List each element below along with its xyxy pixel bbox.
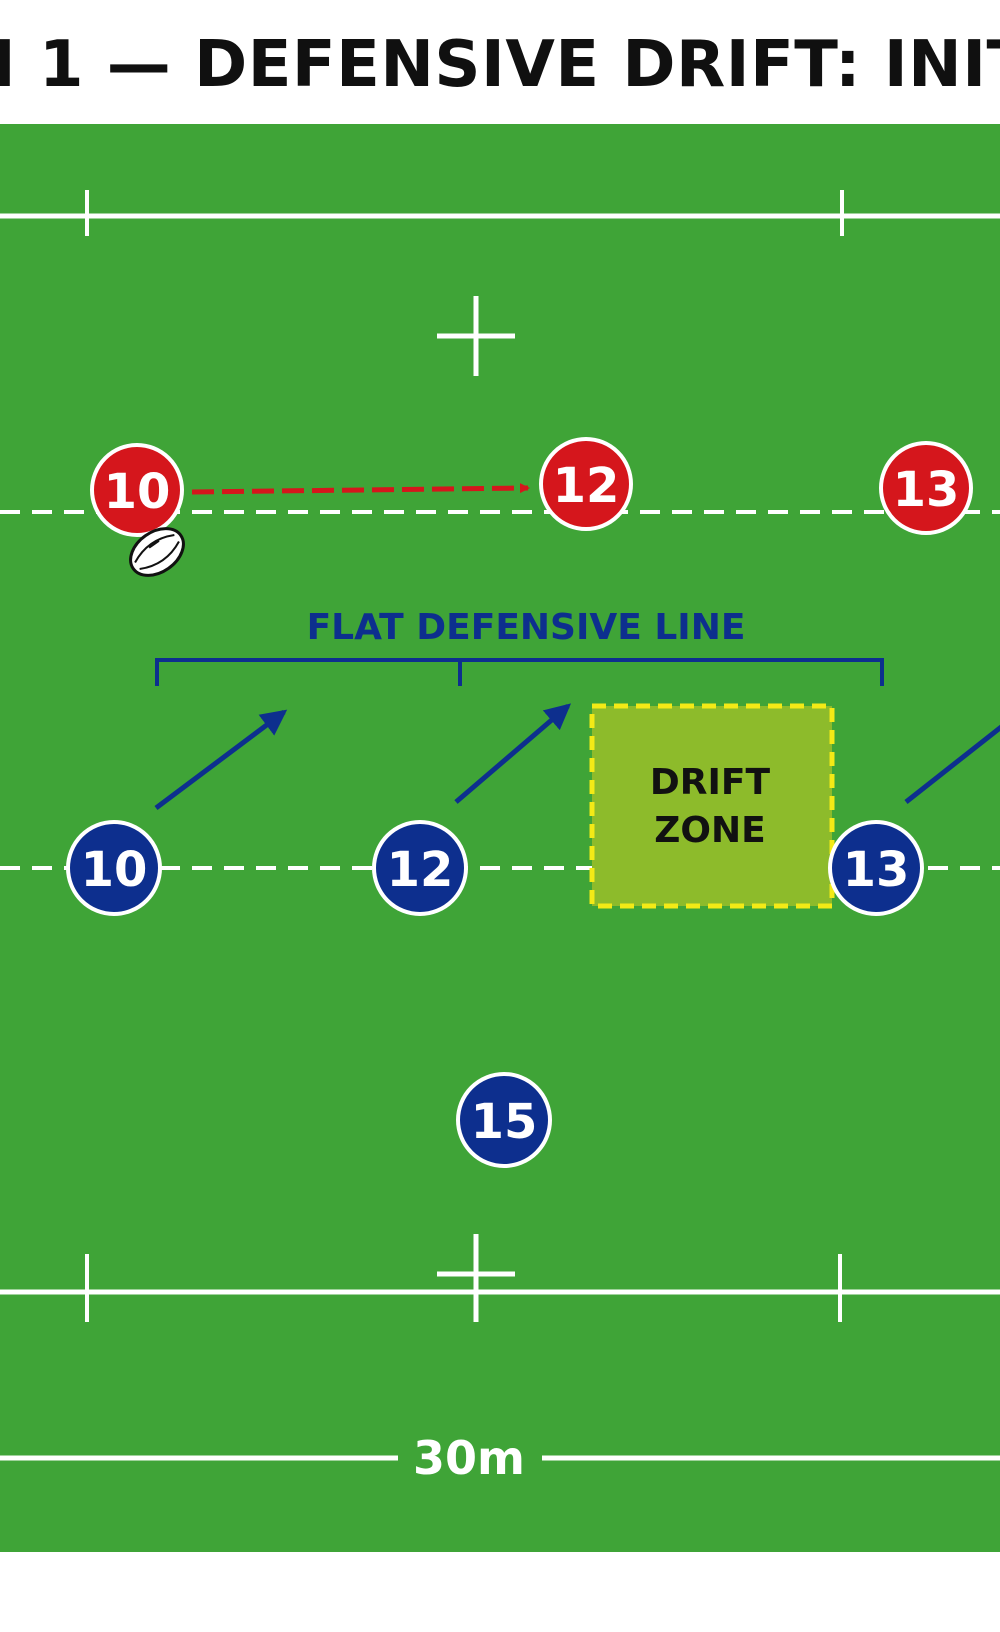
defence-player-12-number: 12 bbox=[387, 842, 454, 898]
cross-mark-top bbox=[437, 296, 515, 376]
defensive-line-bracket bbox=[155, 658, 884, 686]
defence-player-13[interactable]: 13 bbox=[828, 820, 924, 916]
attack-player-10[interactable]: 10 bbox=[90, 443, 184, 537]
defence-player-13-number: 13 bbox=[843, 842, 910, 898]
diagram-title: M 1 — DEFENSIVE DRIFT: INITIAL bbox=[0, 20, 1000, 110]
rugby-pitch: 30m DRIFT ZONE FLAT DEFENSIVE LINE 10 12 bbox=[0, 124, 1000, 1552]
drift-zone-label-line2: ZONE bbox=[654, 810, 765, 851]
pass-arrow-icon bbox=[191, 483, 530, 495]
defence-player-10[interactable]: 10 bbox=[66, 820, 162, 916]
drift-arrow-icon bbox=[904, 724, 1000, 804]
defensive-line-label: FLAT DEFENSIVE LINE bbox=[307, 607, 746, 648]
drift-arrow-icon bbox=[454, 703, 572, 804]
rugby-ball-icon bbox=[129, 527, 185, 577]
bottom-field-line bbox=[0, 1234, 1000, 1322]
defence-player-12[interactable]: 12 bbox=[372, 820, 468, 916]
pitch-drawing: 30m DRIFT ZONE FLAT DEFENSIVE LINE 10 12 bbox=[0, 190, 1000, 1485]
defence-player-15-number: 15 bbox=[471, 1094, 538, 1150]
distance-label: 30m bbox=[413, 1431, 525, 1485]
drift-arrow-icon bbox=[154, 709, 288, 810]
attack-player-10-number: 10 bbox=[104, 464, 171, 520]
defence-player-10-number: 10 bbox=[81, 842, 148, 898]
drift-zone: DRIFT ZONE bbox=[589, 703, 835, 909]
attack-player-13[interactable]: 13 bbox=[879, 441, 973, 535]
attack-player-12[interactable]: 12 bbox=[539, 437, 633, 531]
defence-player-15[interactable]: 15 bbox=[456, 1072, 552, 1168]
top-field-line bbox=[0, 190, 1000, 236]
attack-player-12-number: 12 bbox=[553, 458, 620, 514]
attack-player-13-number: 13 bbox=[893, 462, 960, 518]
drift-zone-label-line1: DRIFT bbox=[650, 762, 771, 803]
title-text: M 1 — DEFENSIVE DRIFT: INITIAL bbox=[0, 28, 1000, 102]
